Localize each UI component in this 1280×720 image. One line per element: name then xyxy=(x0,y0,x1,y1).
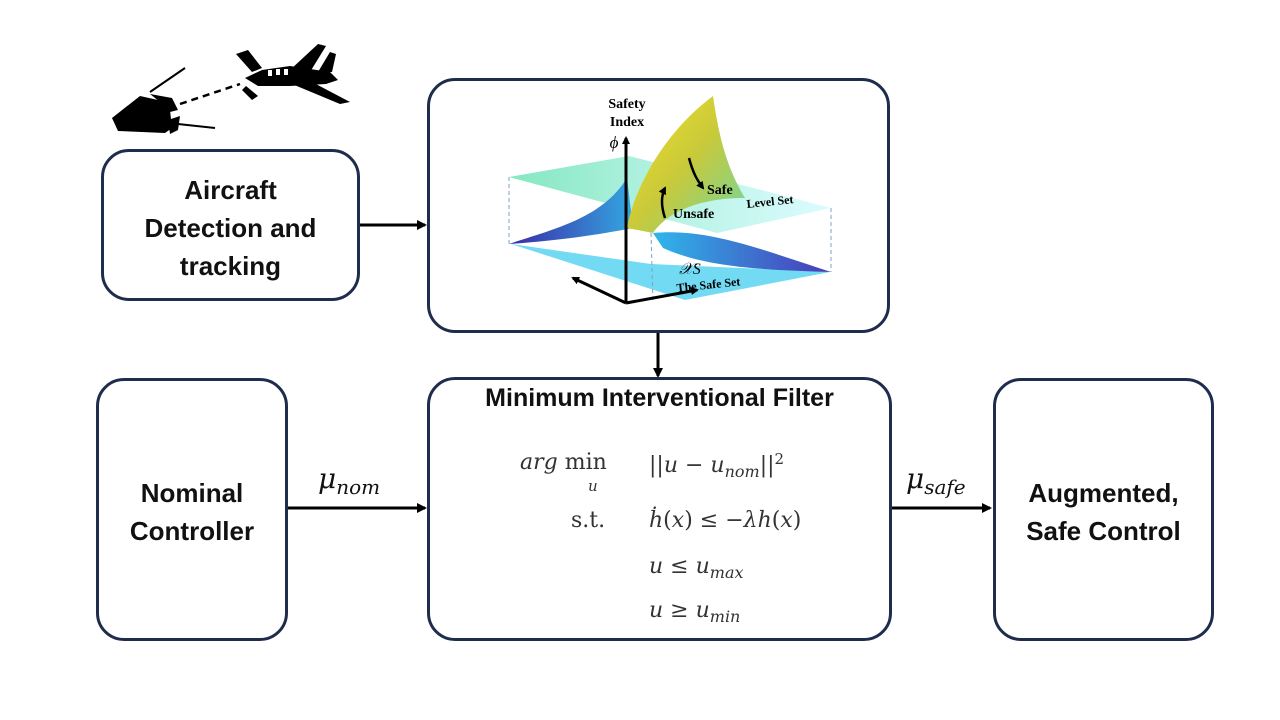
nominal-controller-box: Nominal Controller xyxy=(96,378,288,641)
objective-operator: arg min xyxy=(520,450,607,475)
filter-title: Minimum Interventional Filter xyxy=(485,384,834,412)
objective-variable: u xyxy=(588,477,598,495)
constraint-umin: u ≥ umin xyxy=(649,598,741,626)
aircraft-detection-label: Aircraft Detection and tracking xyxy=(144,175,317,281)
surface-right xyxy=(653,232,831,272)
unsafe-direction-arrow xyxy=(658,186,667,219)
axis-label-line1: Safety xyxy=(608,97,645,112)
constraint-umax: u ≤ umax xyxy=(649,554,744,582)
level-set-label: Level Set xyxy=(746,192,794,211)
mu-safe-label: μsafe xyxy=(906,462,966,499)
safe-set-symbol: 𝒳S xyxy=(679,261,701,278)
phi-symbol: ϕ xyxy=(610,133,619,152)
safe-set-plane xyxy=(511,244,830,300)
constraint-cbf: ḣ(x) ≤ −λh(x) xyxy=(649,508,802,533)
x-axis-right xyxy=(625,287,699,305)
safety-index-plot-box: Safety Index ϕ Safe Unsafe Level Set 𝒳S … xyxy=(427,78,890,333)
mu-nom-label: μnom xyxy=(318,462,380,499)
mu-safe-subscript: safe xyxy=(924,475,966,499)
surface-ridge xyxy=(627,96,745,233)
mu-nom-subscript: nom xyxy=(336,475,381,499)
mu-safe-symbol: μ xyxy=(906,462,925,495)
subject-to-label: s.t. xyxy=(571,508,606,533)
minimum-interventional-filter-box: Minimum Interventional Filter arg min u … xyxy=(427,377,892,641)
augmented-safe-control-label: Augmented, Safe Control xyxy=(1026,478,1181,546)
mu-nom-symbol: μ xyxy=(318,462,337,495)
x-axis-left xyxy=(571,276,627,305)
safety-index-surface-plot: Safety Index ϕ Safe Unsafe Level Set 𝒳S … xyxy=(508,96,832,305)
objective-expression: ||u − unom||2 xyxy=(649,450,785,481)
augmented-safe-control-box: Augmented, Safe Control xyxy=(993,378,1214,641)
aircraft-icon xyxy=(236,44,350,104)
radar-icon xyxy=(112,67,241,134)
axis-label-line2: Index xyxy=(610,115,644,130)
aircraft-detection-box: Aircraft Detection and tracking xyxy=(101,149,360,301)
safe-label: Safe xyxy=(707,183,733,198)
nominal-controller-label: Nominal Controller xyxy=(129,478,255,546)
surface-left xyxy=(509,178,633,244)
unsafe-label: Unsafe xyxy=(673,207,714,222)
safe-set-label: The Safe Set xyxy=(676,274,741,295)
objective-min: min xyxy=(564,450,607,475)
safe-direction-arrow xyxy=(687,157,705,190)
